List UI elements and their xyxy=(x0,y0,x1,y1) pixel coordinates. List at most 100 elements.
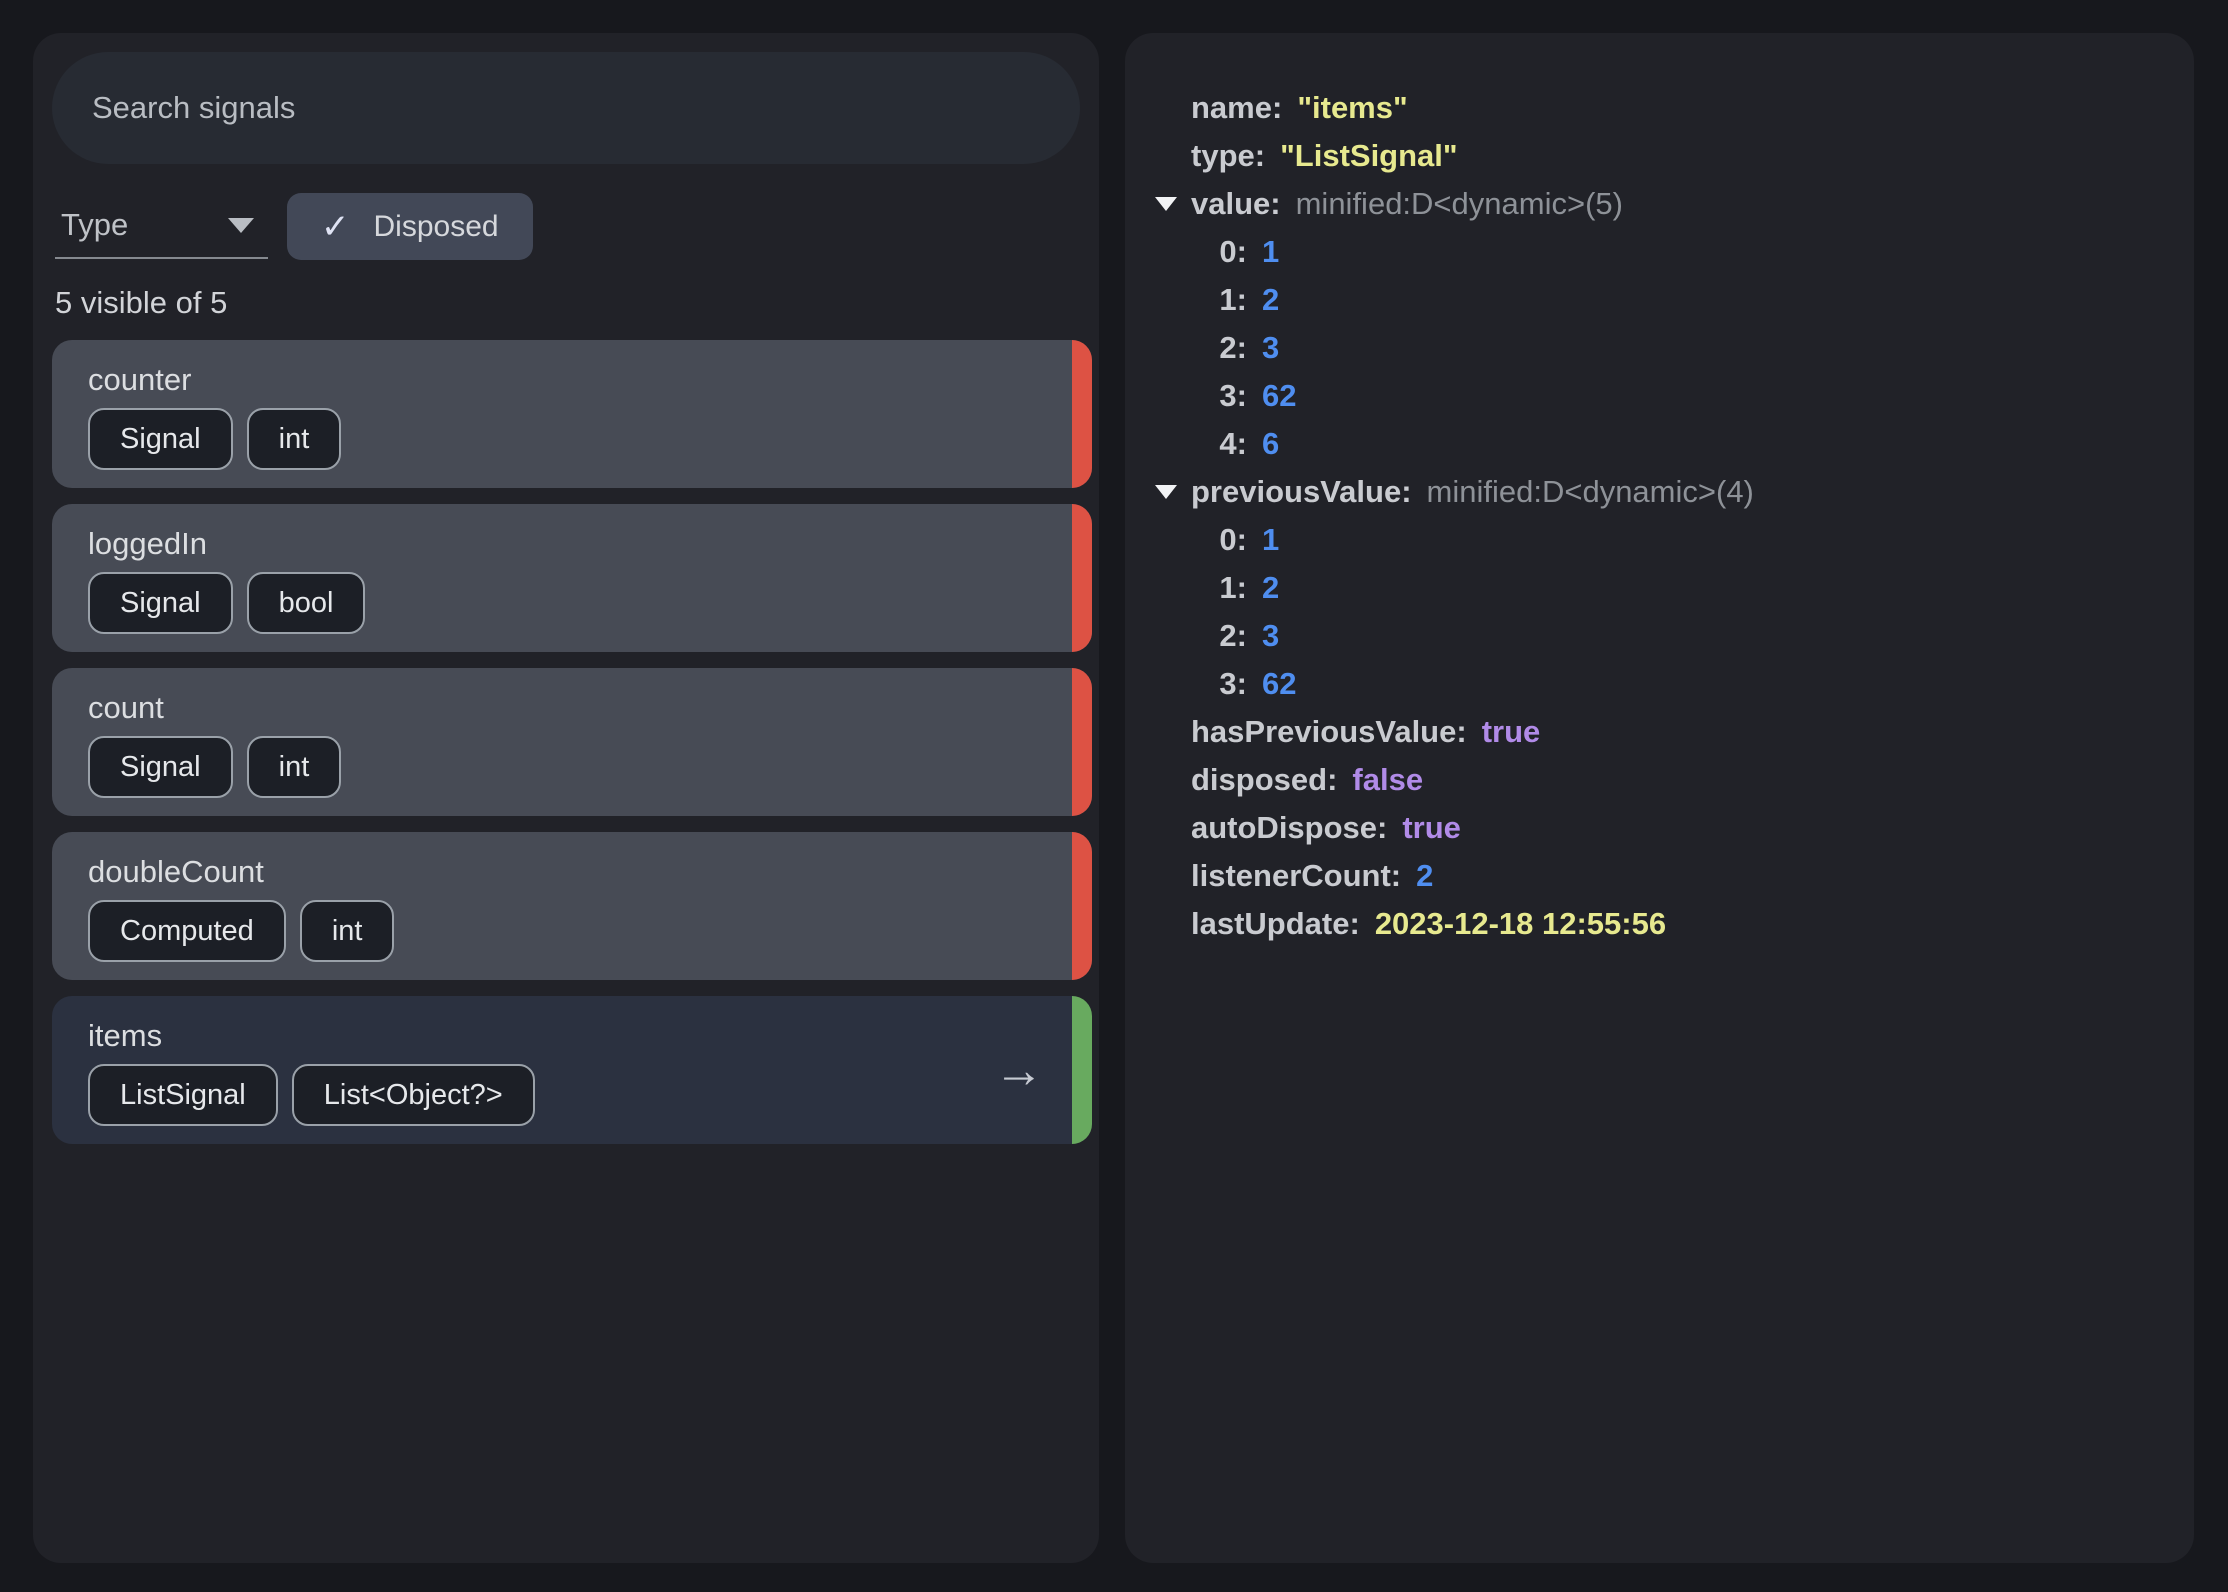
property-value: 2023-12-18 12:55:56 xyxy=(1374,906,1667,941)
signal-type-badge: Signal xyxy=(88,408,233,470)
search-input[interactable] xyxy=(52,52,1080,164)
property-key: listenerCount: xyxy=(1191,858,1402,893)
property-key: 3: xyxy=(1219,378,1247,413)
chevron-down-icon xyxy=(228,217,254,233)
property-value: 2 xyxy=(1262,282,1280,317)
signal-type-badge: Computed xyxy=(88,900,286,962)
signal-type-badge: int xyxy=(246,736,342,798)
property-row: autoDispose: true xyxy=(1125,804,2194,852)
selected-arrow-icon: → xyxy=(994,1042,1044,1098)
property-key: type: xyxy=(1191,138,1266,173)
property-row: 4: 6 xyxy=(1125,420,2194,468)
signal-name: items xyxy=(88,1018,163,1053)
property-key: 2: xyxy=(1219,330,1247,365)
property-value: 2 xyxy=(1262,570,1280,605)
signals-panel: Type ✓ Disposed 5 visible of 5 counter S… xyxy=(33,33,1099,1563)
property-key: autoDispose: xyxy=(1191,810,1388,845)
signal-detail-panel: name: "items" type: "ListSignal" value: … xyxy=(1125,33,2194,1563)
property-key: previousValue: xyxy=(1191,474,1412,509)
property-key: 4: xyxy=(1219,426,1247,461)
property-value: 1 xyxy=(1262,234,1280,269)
property-key: 1: xyxy=(1219,282,1247,317)
property-row: 2: 3 xyxy=(1125,612,2194,660)
property-row: hasPreviousValue: true xyxy=(1125,708,2194,756)
property-value: true xyxy=(1481,714,1541,749)
property-row: 2: 3 xyxy=(1125,324,2194,372)
signal-type-badge: ListSignal xyxy=(88,1064,278,1126)
expander-toggle-icon[interactable] xyxy=(1155,197,1177,211)
property-value: 62 xyxy=(1262,666,1297,701)
property-value: "ListSignal" xyxy=(1280,138,1458,173)
status-strip xyxy=(1072,832,1092,980)
property-value: 1 xyxy=(1262,522,1280,557)
signal-name: count xyxy=(88,690,164,725)
signal-type-badge: int xyxy=(246,408,342,470)
property-value: 2 xyxy=(1416,858,1434,893)
signal-type-badge: bool xyxy=(246,572,366,634)
property-key: 3: xyxy=(1219,666,1247,701)
property-value: 6 xyxy=(1262,426,1280,461)
signal-name: loggedIn xyxy=(88,526,207,561)
property-row: listenerCount: 2 xyxy=(1125,852,2194,900)
disposed-filter-label: Disposed xyxy=(373,209,499,243)
property-key: 2: xyxy=(1219,618,1247,653)
type-filter-label: Type xyxy=(61,207,129,242)
property-row: 0: 1 xyxy=(1125,228,2194,276)
property-row: previousValue: minified:D<dynamic>(4) xyxy=(1125,468,2194,516)
property-value: 3 xyxy=(1262,330,1280,365)
property-value: false xyxy=(1352,762,1424,797)
status-strip xyxy=(1072,668,1092,816)
property-key: 0: xyxy=(1219,522,1247,557)
property-row: type: "ListSignal" xyxy=(1125,132,2194,180)
property-key: hasPreviousValue: xyxy=(1191,714,1467,749)
visible-count-text: 5 visible of 5 xyxy=(55,285,228,320)
signal-type-badge: List<Object?> xyxy=(291,1064,535,1126)
disposed-filter-chip[interactable]: ✓ Disposed xyxy=(287,193,533,260)
signal-type-badge: int xyxy=(299,900,395,962)
expander-toggle-icon[interactable] xyxy=(1155,485,1177,499)
type-filter-dropdown[interactable]: Type xyxy=(55,193,268,259)
property-row: 1: 2 xyxy=(1125,276,2194,324)
property-value: minified:D<dynamic>(4) xyxy=(1426,474,1754,509)
property-key: name: xyxy=(1191,90,1283,125)
signal-name: counter xyxy=(88,362,192,397)
property-key: 0: xyxy=(1219,234,1247,269)
property-value: 3 xyxy=(1262,618,1280,653)
status-strip xyxy=(1072,340,1092,488)
status-strip xyxy=(1072,996,1092,1144)
signal-name: doubleCount xyxy=(88,854,264,889)
property-value: "items" xyxy=(1297,90,1408,125)
property-value: true xyxy=(1402,810,1461,845)
property-row: 3: 62 xyxy=(1125,660,2194,708)
signal-type-badge: Signal xyxy=(88,736,233,798)
property-row: value: minified:D<dynamic>(5) xyxy=(1125,180,2194,228)
property-row: 0: 1 xyxy=(1125,516,2194,564)
property-row: disposed: false xyxy=(1125,756,2194,804)
property-key: 1: xyxy=(1219,570,1247,605)
check-icon: ✓ xyxy=(321,207,350,246)
search-bar xyxy=(52,52,1080,164)
property-key: lastUpdate: xyxy=(1191,906,1360,941)
signal-type-badge: Signal xyxy=(88,572,233,634)
detail-rows: name: "items" type: "ListSignal" value: … xyxy=(1125,84,2194,948)
property-key: value: xyxy=(1191,186,1281,221)
property-row: 3: 62 xyxy=(1125,372,2194,420)
property-value: minified:D<dynamic>(5) xyxy=(1295,186,1623,221)
status-strip xyxy=(1072,504,1092,652)
property-row: 1: 2 xyxy=(1125,564,2194,612)
property-row: name: "items" xyxy=(1125,84,2194,132)
property-value: 62 xyxy=(1262,378,1297,413)
property-key: disposed: xyxy=(1191,762,1338,797)
property-row: lastUpdate: 2023-12-18 12:55:56 xyxy=(1125,900,2194,948)
